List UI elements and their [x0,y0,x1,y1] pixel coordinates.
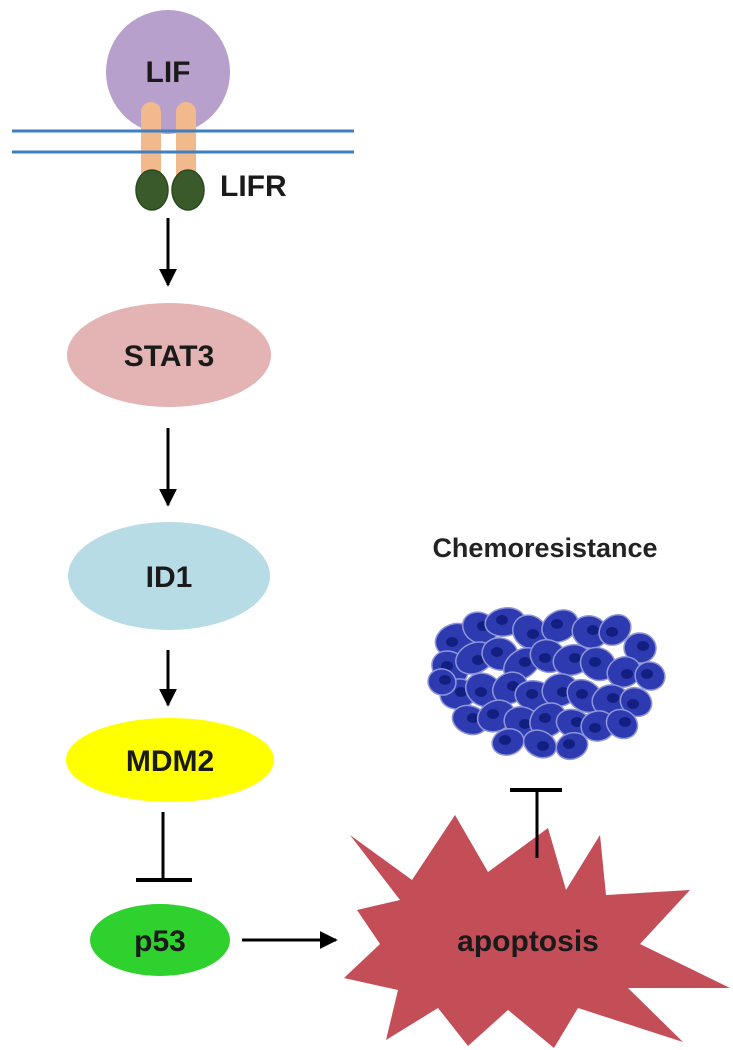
tumor-cell-nucleus [487,709,499,719]
tumor-cell-nucleus [571,717,583,727]
chemoresistance-title: Chemoresistance [432,533,657,563]
tumor-cell-nucleus [606,627,618,637]
p53-node [90,904,230,976]
lifr-domain-left [135,169,169,211]
tumor-cell-nucleus [537,741,549,751]
tumor-cell-nucleus [563,739,575,749]
p53-label: p53 [134,925,186,958]
tumor-cell-nucleus [439,675,451,685]
tumor-cell-nucleus [627,699,639,709]
tumor-cell-cluster [427,607,666,761]
tumor-cell-nucleus [607,693,619,703]
tumor-cell-nucleus [519,657,531,667]
tumor-cell-nucleus [569,653,581,663]
lif-ligand [106,10,230,134]
tumor-cell-nucleus [589,723,601,733]
stat3-label: STAT3 [124,340,215,373]
apoptosis-starburst [344,815,730,1048]
stat3-node [67,303,271,407]
tumor-cell-nucleus [467,713,479,723]
tumor-cell-nucleus [519,719,531,729]
tumor-cell-nucleus [587,625,599,635]
tumor-cell-nucleus [526,689,538,699]
tumor-cell-nucleus [637,641,649,651]
lif-label: LIF [146,56,191,89]
lifr-stalk-right [176,102,196,190]
tumor-cell-nucleus [589,657,601,667]
tumor-cell-nucleus [475,687,487,697]
tumor-cell-nucleus [499,735,511,745]
tumor-cell-nucleus [446,637,458,647]
tumor-cell-nucleus [539,653,551,663]
tumor-cell-nucleus [576,689,588,699]
lifr-stalk-left [141,102,161,190]
lifr-label: LIFR [220,170,287,203]
tumor-cell-nucleus [557,687,569,697]
tumor-cell-nucleus [551,619,563,629]
lifr-domain-right [171,169,205,211]
tumor-cell-nucleus [472,655,484,665]
mdm2-label: MDM2 [126,745,214,778]
tumor-cell-nucleus [455,687,467,697]
tumor-cell-nucleus [641,669,653,679]
tumor-cell-nucleus [527,629,539,639]
tumor-cell-nucleus [539,713,551,723]
tumor-cell-nucleus [491,647,503,657]
id1-node [68,522,270,630]
tumor-cell-nucleus [496,615,508,625]
id1-label: ID1 [146,561,193,594]
tumor-cell-nucleus [619,717,631,727]
apoptosis-label: apoptosis [457,925,599,958]
tumor-cell-nucleus [621,669,633,679]
mdm2-node [66,718,274,802]
